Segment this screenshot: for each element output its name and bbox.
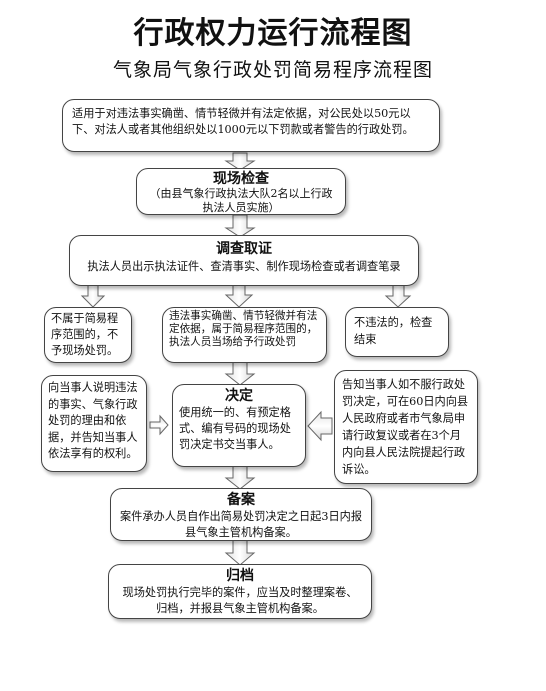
appeal-text: 告知当事人如不服行政处罚决定，可在60日内向县人民政府或者市气象局申请行政复议或… [342, 378, 469, 476]
page-subtitle: 气象局气象行政处罚简易程序流程图 [112, 59, 433, 81]
filing-heading: 备案 [227, 492, 255, 508]
applicability-box: 适用于对违法事实确凿、情节轻微并有法定依据，对公民处以50元以下、对法人或者其他… [62, 99, 440, 152]
page-title: 行政权力运行流程图 [133, 16, 413, 51]
arrow-investigation-to-no-violation [384, 284, 412, 308]
arrow-applicability-to-onsite [224, 152, 256, 171]
arrow-investigation-to-not-simple [80, 284, 106, 308]
applicability-text: 适用于对违法事实确凿、情节轻微并有法定依据，对公民处以50元以下、对法人或者其他… [72, 107, 414, 136]
no-violation-text: 不违法的，检查结束 [354, 316, 433, 346]
investigation-heading: 调查取证 [216, 241, 272, 257]
archive-heading: 归档 [226, 568, 254, 584]
archive-box: 归档 现场处罚执行完毕的案件，应当及时整理案卷、归档，并报县气象主管机构备案。 [108, 564, 372, 619]
onsite-inspection-heading: 现场检查 [213, 171, 269, 187]
onsite-inspection-box: 现场检查 （由县气象行政执法大队2名以上行政执法人员实施） [136, 168, 346, 215]
no-violation-box: 不违法的，检查结束 [345, 307, 449, 357]
investigation-box: 调查取证 执法人员出示执法证件、查清事实、制作现场检查或者调查笔录 [69, 235, 419, 286]
decision-text: 使用统一的、有预定格式、编有号码的现场处罚决定书交当事人。 [179, 406, 291, 451]
arrow-onsite-to-investigation [224, 214, 256, 238]
notify-party-box: 向当事人说明违法的事实、气象行政处罚的理由和依据，并告知当事人依法享有的权利。 [41, 375, 147, 472]
simple-procedure-box: 违法事实确凿、情节轻微并有法定依据，属于简易程序范围的，执法人员当场给予行政处罚 [162, 307, 327, 363]
archive-text: 现场处罚执行完毕的案件，应当及时整理案卷、归档，并报县气象主管机构备案。 [122, 586, 358, 615]
arrow-investigation-to-simple-case [224, 284, 254, 308]
simple-procedure-text: 违法事实确凿、情节轻微并有法定依据，属于简易程序范围的，执法人员当场给予行政处罚 [169, 310, 318, 348]
filing-text: 案件承办人员自作出简易处罚决定之日起3日内报县气象主管机构备案。 [119, 510, 363, 539]
decision-heading: 决定 [225, 388, 253, 404]
investigation-text: 执法人员出示执法证件、查清事实、制作现场检查或者调查笔录 [87, 260, 401, 273]
arrow-notify-to-decision [149, 414, 169, 436]
not-simple-procedure-text: 不属于简易程序范围的，不予现场处罚。 [51, 312, 119, 357]
arrow-filing-to-archive [224, 539, 256, 566]
notify-party-text: 向当事人说明违法的事实、气象行政处罚的理由和依据，并告知当事人依法享有的权利。 [48, 381, 138, 460]
not-simple-procedure-box: 不属于简易程序范围的，不予现场处罚。 [44, 307, 132, 363]
arrow-decision-to-filing [224, 465, 256, 490]
filing-box: 备案 案件承办人员自作出简易处罚决定之日起3日内报县气象主管机构备案。 [110, 488, 372, 541]
arrow-simple-case-to-decision [224, 360, 256, 386]
decision-box: 决定 使用统一的、有预定格式、编有号码的现场处罚决定书交当事人。 [172, 384, 306, 467]
onsite-inspection-text: （由县气象行政执法大队2名以上行政执法人员实施） [149, 187, 333, 214]
appeal-box: 告知当事人如不服行政处罚决定，可在60日内向县人民政府或者市气象局申请行政复议或… [334, 370, 478, 484]
arrow-appeal-to-decision [307, 410, 333, 442]
